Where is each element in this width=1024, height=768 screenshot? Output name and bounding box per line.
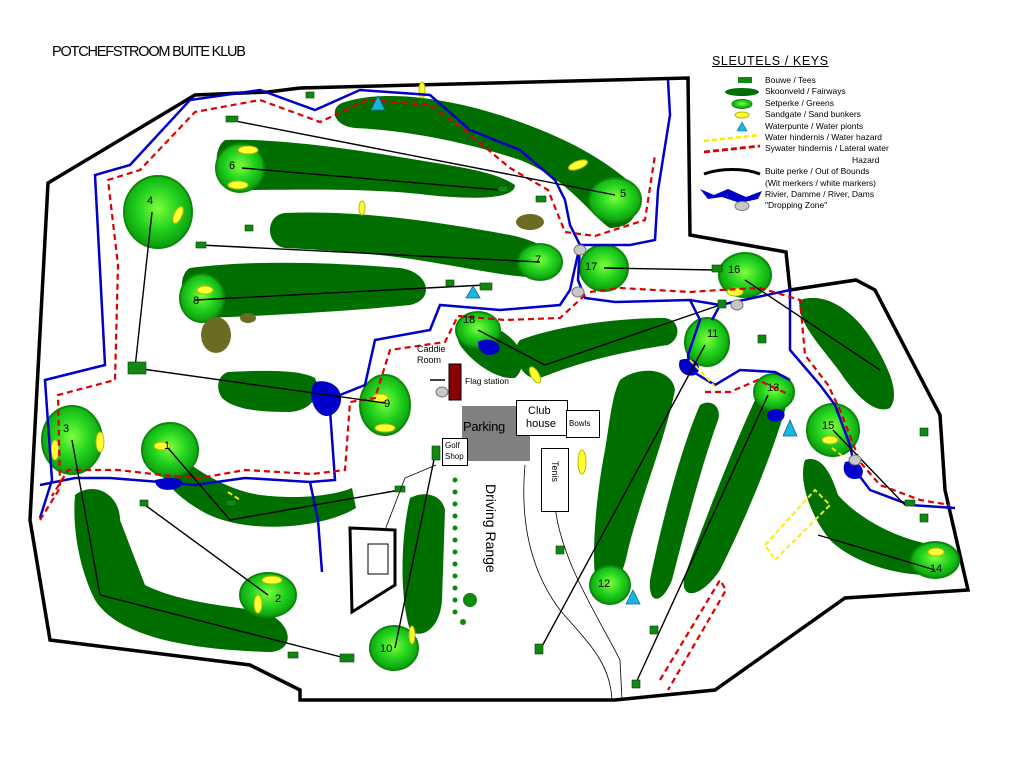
legend-item-tees: Bouwe / Tees [700,75,930,86]
legend-item-water-points: Waterpunte / Water pionts [700,121,930,132]
legend-item-white-markers: (Wit merkers / white markers) [700,178,930,189]
legend: Bouwe / Tees Skoonveld / Fairways Setper… [700,75,930,212]
driving-range-dots [452,477,477,625]
legend-item-dropping-zone: "Dropping Zone" [700,200,930,212]
rough-patches [201,214,544,353]
hole-number-12: 12 [598,578,611,590]
hole-number-1: 1 [164,440,171,452]
fairway-hole-9 [218,370,318,412]
fairway-hole-13 [683,392,786,594]
legend-item-fairways: Skoonveld / Fairways [700,86,930,97]
legend-title: SLEUTELS / KEYS [712,54,829,68]
legend-label: Sandgate / Sand bunkers [765,109,861,120]
club-house-box: Club house [516,400,568,436]
legend-label: (Wit merkers / white markers) [765,177,876,188]
dropping-zones [435,244,862,466]
fairway-hole-2 [74,489,288,652]
hole-number-6: 6 [229,160,236,172]
hole-number-3: 3 [63,423,70,435]
legend-label: Water hindernis / Water hazard [765,131,882,142]
legend-item-river-dams: Rivier, Damme / River, Dams [700,188,930,203]
golf-shop-label-line2: Shop [445,452,464,461]
fairway-hole-7 [270,212,558,278]
flag-station-label: Flag station [465,376,509,386]
green-hole-4 [123,175,193,249]
fairway-hole-12b [649,402,719,599]
legend-label: Buite perke / Out of Bounds [765,166,870,177]
legend-label: Bouwe / Tees [765,75,816,85]
legend-item-greens: Setperke / Greens [700,98,930,109]
green-hole-16 [718,252,772,298]
legend-item-water-hazard: Water hindernis / Water hazard [700,132,930,143]
fairway-hole-16 [799,297,895,410]
club-house-label-line2: house [526,418,556,430]
fairway-hole-5 [334,95,637,229]
fairway-hole-11 [516,318,678,379]
green-hole-9 [359,374,411,436]
legend-item-lateral-hazard-cont: Hazard [700,155,930,166]
hole-number-7: 7 [535,254,542,266]
hole-number-11: 11 [707,328,719,340]
club-house-label-line1: Club [528,405,551,417]
legend-label: Waterpunte / Water pionts [765,120,864,131]
hole-number-5: 5 [620,188,627,200]
out-of-bounds-boundary [28,76,971,702]
practice-area-inner [367,543,389,575]
hole-number-15: 15 [822,420,835,432]
legend-label: "Dropping Zone" [765,200,828,211]
green-hole-6 [215,143,265,193]
fairway-hole-1 [150,430,356,527]
water-points [370,95,798,605]
bowls-label: Bowls [569,419,591,428]
hole-number-14: 14 [930,563,943,575]
legend-label: Setperke / Greens [765,97,834,108]
parking-label: Parking [463,419,505,434]
green-hole-14 [910,541,960,579]
tee-to-green-lines [71,119,936,686]
tees [127,91,929,689]
legend-label: Hazard [852,154,880,165]
driving-range-label: Driving Range [483,484,499,573]
caddie-room-label-line1: Caddie [417,344,446,354]
fairways [74,95,950,652]
legend-item-lateral-hazard: Sywater hindernis / Lateral water [700,143,930,154]
course-title: POTCHEFSTROOM BUITE KLUB [52,44,246,60]
green-hole-12 [589,565,631,605]
water-hazards [227,359,846,562]
fairway-hole-12 [594,370,675,594]
hole-number-13: 13 [767,382,780,394]
hole-number-17: 17 [585,261,598,273]
flag-station-building [448,363,462,401]
hole-number-8: 8 [193,295,200,307]
legend-item-out-of-bounds: Buite perke / Out of Bounds [700,166,930,177]
legend-label: Sywater hindernis / Lateral water [765,143,889,154]
lateral-water-hazards [39,98,951,691]
tennis-courts-box: Tenis [541,448,569,512]
bowls-box: Bowls [566,410,600,438]
green-hole-5 [588,177,642,223]
hole-number-2: 2 [275,593,282,605]
hole-number-10: 10 [380,643,393,655]
hole-number-16: 16 [728,264,741,276]
caddie-room-label-line2: Room [417,355,442,365]
legend-label: Skoonveld / Fairways [765,86,846,97]
hole-number-9: 9 [384,398,391,410]
paths [384,464,623,701]
dams [155,339,863,490]
fairway-hole-10 [402,494,445,634]
golf-shop-label-line1: Golf [445,441,460,450]
legend-label: Rivier, Damme / River, Dams [765,188,875,199]
hole-number-4: 4 [147,195,154,207]
fairway-hole-8 [181,262,427,319]
hole-number-18: 18 [463,314,476,326]
green-hole-8 [179,273,225,323]
legend-item-bunkers: Sandgate / Sand bunkers [700,109,930,120]
tennis-label: Tenis [550,461,560,483]
fairway-hole-14 [802,459,950,575]
green-hole-10 [369,625,419,671]
golf-shop-box: Golf Shop [442,438,468,466]
fairway-hole-6 [216,139,515,198]
